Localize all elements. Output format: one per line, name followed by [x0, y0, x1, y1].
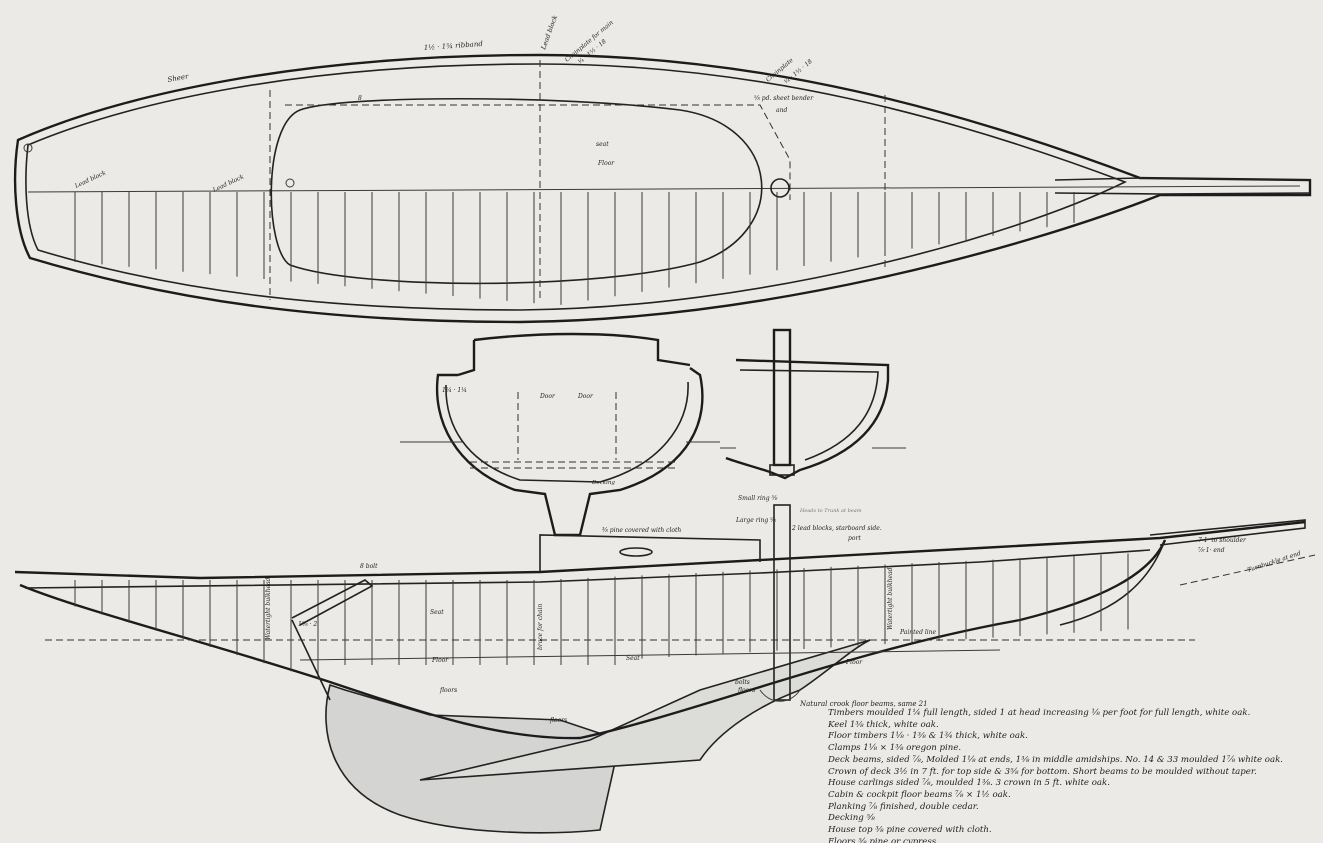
ring-small: Small ring ⅝	[738, 495, 778, 502]
profile-floors1: floors	[439, 687, 457, 694]
profile-natural-crook: Natural crook floor beams, same 21	[799, 700, 928, 708]
section-house-top	[473, 332, 691, 367]
plan-lead-block-left: Lead block	[73, 169, 107, 190]
plan-bow-eye	[23, 143, 33, 153]
lead-blocks-note: 2 lead blocks, starboard side.	[791, 525, 882, 532]
spec-line: Planking ⅞ finished, double cedar.	[828, 801, 979, 812]
spec-line: House carlings sided ⅞, moulded 1⅜. 3 cr…	[828, 778, 1110, 789]
plan-seat-label: seat	[596, 141, 609, 148]
section-hull-inner	[445, 381, 689, 483]
spec-line: House top ⅜ pine covered with cloth.	[828, 825, 992, 836]
construction-specifications: Timbers moulded 1¼ full length, sided 1 …	[828, 708, 1308, 843]
profile-turnbuckle: Turnbuckle at end	[1246, 550, 1301, 574]
ballast-keel	[325, 683, 621, 834]
profile-rudder-dim: 1⅝ · 2	[298, 621, 317, 628]
profile-stem	[1059, 539, 1166, 626]
mast-section-inner	[739, 369, 879, 461]
profile-mast	[773, 504, 791, 701]
profile-port-light	[619, 547, 653, 557]
mast-post	[772, 328, 792, 467]
spec-line: Deck beams, sided ⅞, Molded 1⅛ at ends, …	[828, 754, 1284, 765]
plan-frames	[74, 192, 1075, 305]
note-right: Heads to Trunk at beam	[799, 508, 862, 514]
spec-line: Crown of deck 3½ in 7 ft. for top side &…	[828, 766, 1257, 777]
plan-ribband-label: 1½ · 1¾ ribband	[424, 40, 484, 52]
profile-floors3: floors	[549, 717, 567, 724]
plan-centerline	[27, 185, 1301, 193]
section-dim-label: 1¼ · 1¼	[442, 387, 467, 394]
lead-blocks-note2: port	[848, 535, 861, 542]
profile-floor2: Floor	[845, 659, 863, 666]
mast-section-hull	[725, 358, 890, 480]
ring-large: Large ring ⅝	[735, 517, 776, 524]
profile-bolts: bolts	[735, 679, 750, 686]
section-door-dash	[517, 392, 617, 460]
profile-floor-line	[299, 649, 1001, 661]
section-hull	[435, 340, 704, 537]
inboard-profile: ⅜ pine covered with cloth 7·1· to should…	[14, 495, 1316, 834]
plan-cockpit-dash	[285, 104, 791, 200]
profile-crook-pointer	[759, 689, 801, 702]
profile-shoulder: 7·1· to shoulder	[1198, 537, 1247, 544]
profile-house	[539, 534, 761, 572]
profile-tiller	[291, 579, 374, 626]
profile-bulkhead-left: Watertight bulkhead	[265, 577, 272, 640]
spec-line: Keel 1⅜ thick, white oak.	[828, 719, 939, 730]
profile-deck-line	[24, 549, 1151, 589]
plan-hull-outline	[13, 53, 1312, 324]
profile-frames	[74, 553, 1129, 680]
profile-bowsprit	[1149, 519, 1306, 546]
plan-mast-hole	[770, 178, 790, 198]
spec-line: Cabin & cockpit floor beams ⅞ × 1½ oak.	[828, 789, 1011, 800]
section-decking-label: Decking	[591, 480, 615, 486]
profile-seat: Seat	[430, 609, 444, 616]
profile-floors2: floors	[737, 687, 755, 694]
plan-sheet-bender: ⅝ pd. sheet bender	[754, 95, 814, 102]
mast-step	[769, 464, 795, 476]
spec-line: Decking ⅝	[828, 813, 875, 824]
section-door-right: Door	[577, 393, 594, 400]
plan-house-dash	[269, 90, 886, 300]
profile-cross-bolt: 8 bolt	[360, 563, 378, 570]
midship-section: 1¼ · 1¼ Door Door Decking	[400, 332, 720, 537]
profile-rudder-post	[291, 619, 331, 701]
plan-lead-block-mid: Lead block	[539, 14, 559, 52]
spec-line: Timbers moulded 1¼ full length, sided 1 …	[828, 708, 1251, 718]
deck-plan: 1½ · 1¾ ribband Sheer Lead block Chainpl…	[13, 14, 1312, 324]
plan-sheet-bender2: and	[776, 107, 787, 114]
spec-line: Floors ⅝ pine or cypress.	[828, 836, 939, 843]
spec-line: Floor timbers 1⅛ · 1⅜ & 1¾ thick, white …	[828, 731, 1028, 742]
profile-bulkhead-right: Watertight bulkhead	[887, 567, 894, 630]
section-floor-dash	[470, 461, 675, 469]
profile-seat2: Seat	[626, 655, 640, 662]
profile-canvas-top: ⅜ pine covered with cloth	[602, 527, 681, 534]
plan-floor-label: Floor	[597, 160, 615, 167]
profile-jib-line	[1179, 554, 1316, 586]
plan-sheer-label: Sheer	[167, 72, 190, 84]
mast-section	[720, 328, 906, 480]
plan-cockpit	[270, 97, 763, 285]
profile-bulkhead-note: brace for chain	[537, 604, 544, 650]
profile-painted-line: Painted line	[899, 629, 937, 636]
profile-floor1: Floor	[431, 657, 449, 664]
plan-inner-line	[25, 63, 1128, 311]
plan-rail-number: 8	[358, 95, 362, 102]
section-door-left: Door	[539, 393, 556, 400]
profile-shoulder2: ⅞·1· end	[1198, 547, 1225, 554]
plan-bowsprit	[1054, 177, 1311, 195]
plan-stern-eye	[285, 178, 295, 188]
spec-line: Clamps 1⅛ × 1⅜ oregon pine.	[828, 743, 962, 754]
